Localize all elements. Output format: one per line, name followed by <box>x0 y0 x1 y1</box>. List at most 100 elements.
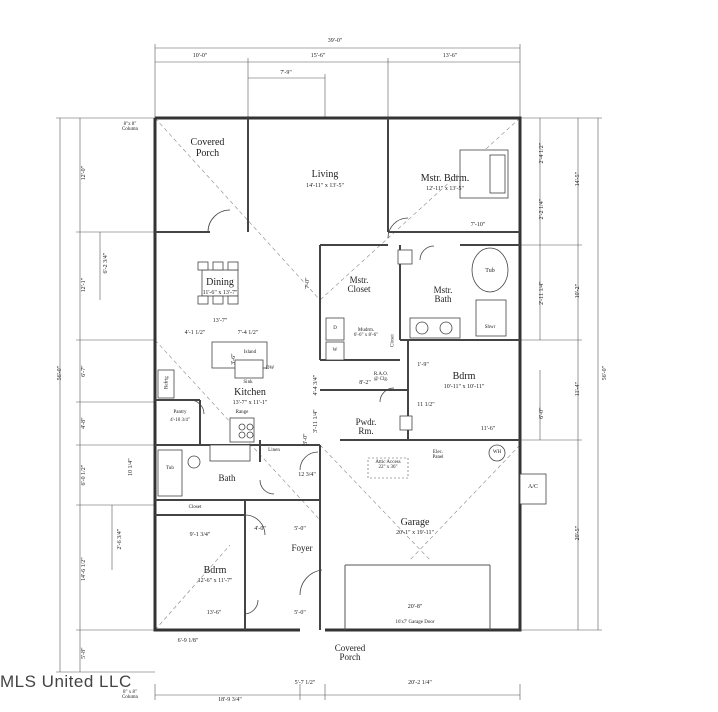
rao-label: R.A.O. @ Clg. <box>373 372 389 383</box>
shower-label: Shwr <box>484 325 496 330</box>
master-bedroom-label: Mstr. Bdrm. <box>420 173 470 184</box>
covered-porch-bottom-label: Covered Porch <box>334 643 366 663</box>
dim-bottom-b4: 6'-9 1/8" <box>177 638 199 644</box>
dim-inner-i12: 13'-6" <box>206 610 222 616</box>
dimension-lines <box>56 44 602 700</box>
master-bedroom-dim-label: 12'-11" x 13'-5" <box>426 186 464 192</box>
dim-right-overall: 56'-0" <box>601 365 608 381</box>
dim-left-w2: 2'-6 3/4" <box>116 528 123 550</box>
garage-door <box>344 564 491 630</box>
bath-label: Bath <box>218 473 236 483</box>
master-bath-label: Mstr. Bath <box>433 285 453 305</box>
pantry-dim-label: 4'-10 3/4" <box>170 418 190 423</box>
dim-left-w3: 10 1/4" <box>127 458 134 476</box>
pantry-label: Pantry <box>173 410 187 415</box>
dim-left-d1: 12'-0" <box>80 165 87 181</box>
dining-table <box>197 261 239 305</box>
refrig-label: Refrig <box>164 376 170 390</box>
dim-top-seg3: 13'-6" <box>442 53 458 59</box>
dim-right-r2: 10'-2" <box>574 283 581 299</box>
dim-inner-i17: 7'-0" <box>304 277 311 289</box>
bedroom-left-label: Bdrm <box>203 565 227 576</box>
dim-inner-i19: 3'-11 1/4" <box>312 409 319 433</box>
water-heater-label: WH <box>492 450 502 455</box>
dim-left-d5: 6'-0 1/2" <box>80 464 87 486</box>
dim-left-overall: 56'-0" <box>56 365 63 381</box>
dim-inner-i8: 1'-9" <box>417 362 429 368</box>
garage-label: Garage <box>400 517 430 528</box>
dim-inner-i13: 9'-1 3/4" <box>189 532 211 538</box>
dining-label: Dining <box>206 277 234 288</box>
exterior-walls <box>153 116 522 632</box>
dim-inner-i18: 4'-4 3/4" <box>312 374 319 396</box>
dim-inner-i10: 5'-0" <box>294 526 306 532</box>
dim-inner-i3: 13'-7" <box>212 318 228 324</box>
fixtures <box>157 149 547 505</box>
powder-room-label: Pwdr. Rm. <box>355 417 377 437</box>
column-top-label: 8"x 8" Column <box>121 122 139 133</box>
doors <box>189 209 435 615</box>
dim-right-r4: 20'-5" <box>574 525 581 541</box>
bedroom-right-dim-label: 10'-11" x 10'-11" <box>443 384 485 390</box>
dim-bottom-b3: 20'-2 1/4" <box>408 680 432 686</box>
dim-inner-i6: 11 1/2" <box>417 402 435 408</box>
living-dim-label: 14'-11" x 13'-5" <box>306 183 344 189</box>
foyer-label: Foyer <box>291 543 313 553</box>
dim-inner-i7: 8'-2" <box>359 380 371 386</box>
dim-inner-i11: 5'-0" <box>294 610 306 616</box>
sink-label: Sink <box>243 380 253 385</box>
dim-inner-i1: 4'-1 1/2" <box>184 330 206 336</box>
bedroom-left-dim-label: 12'-6" x 11'-7" <box>197 578 233 584</box>
covered-porch-top-label: Covered Porch <box>190 137 225 159</box>
dim-right-r1: 14'-5" <box>574 171 581 187</box>
linen-label: Linen <box>268 448 280 453</box>
dim-top-inner: 7'-9" <box>280 70 292 76</box>
kitchen-dim-label: 13'-7" x 11'-1" <box>232 400 268 406</box>
dim-left-d4: 4'-8" <box>80 417 87 429</box>
bedroom-right-label: Bdrm <box>452 371 476 382</box>
dim-right-a4: 6'-0" <box>538 407 545 419</box>
closet-right-label: Closet <box>390 334 396 348</box>
living-label: Living <box>311 169 339 180</box>
dim-inner-i14: 3'-0" <box>302 433 309 445</box>
dim-left-d2: 12'-1" <box>80 277 87 293</box>
dim-bottom-garage-width: 20'-8" <box>407 604 423 610</box>
master-closet-label: Mstr. Closet <box>347 275 371 295</box>
attic-access-label: Attic Access 22" x 36" <box>375 460 401 471</box>
mudroom-label: Mudrm. 6'-6" x 8'-6" <box>353 328 379 339</box>
dim-top-seg1: 10'-0" <box>192 53 208 59</box>
dim-inner-i4: 7'-10" <box>470 222 486 228</box>
dim-right-a1: 2'-4 1/2" <box>538 142 545 164</box>
dim-right-a2: 2'-2 1/4" <box>538 198 545 220</box>
dim-left-d7: 5'-8" <box>80 647 87 659</box>
washer-label: W <box>332 348 338 353</box>
attic-access-box <box>367 457 409 479</box>
dim-right-r3: 11'-4" <box>574 381 581 397</box>
dim-bottom-b1: 18'-9 3/4" <box>218 697 242 703</box>
dim-inner-i9: 12 3/4" <box>298 472 316 478</box>
dim-bottom-b2: 5'-7 1/2" <box>294 680 316 686</box>
dim-right-a3: 2'-11 1/4" <box>538 281 545 305</box>
dryer-label: D <box>333 326 337 331</box>
dim-inner-i15: 4'-0" <box>254 526 266 532</box>
dining-dim-label: 11'-6" x 13'-7" <box>202 290 238 296</box>
dim-top-overall: 39'-0" <box>327 38 343 44</box>
interior-walls <box>155 118 520 630</box>
dim-inner-i5: 11'-6" <box>480 426 496 432</box>
dim-top-seg2: 15'-6" <box>310 53 326 59</box>
watermark: MLS United LLC <box>0 672 132 691</box>
dim-left-d6: 14'-6 1/2" <box>80 557 87 582</box>
tub-lower-label: Tub <box>166 466 174 471</box>
closet-lower-label: Closet <box>188 505 202 510</box>
dim-left-d3: 6'-7" <box>80 365 87 377</box>
column-bottom-label: 8" x 8" Column <box>121 690 139 701</box>
dw-label: DW <box>265 366 275 371</box>
dim-left-w1: 6'-2 3/4" <box>102 252 109 274</box>
range-label: Range <box>235 410 249 415</box>
dim-inner-i2: 7'-4 1/2" <box>237 330 259 336</box>
elec-panel-label: Elec. Panel <box>432 450 444 461</box>
garage-dim-label: 20'-1" x 19'-11" <box>396 530 434 536</box>
tub-upper-label: Tub <box>485 268 495 274</box>
island-label: Island <box>243 350 257 355</box>
